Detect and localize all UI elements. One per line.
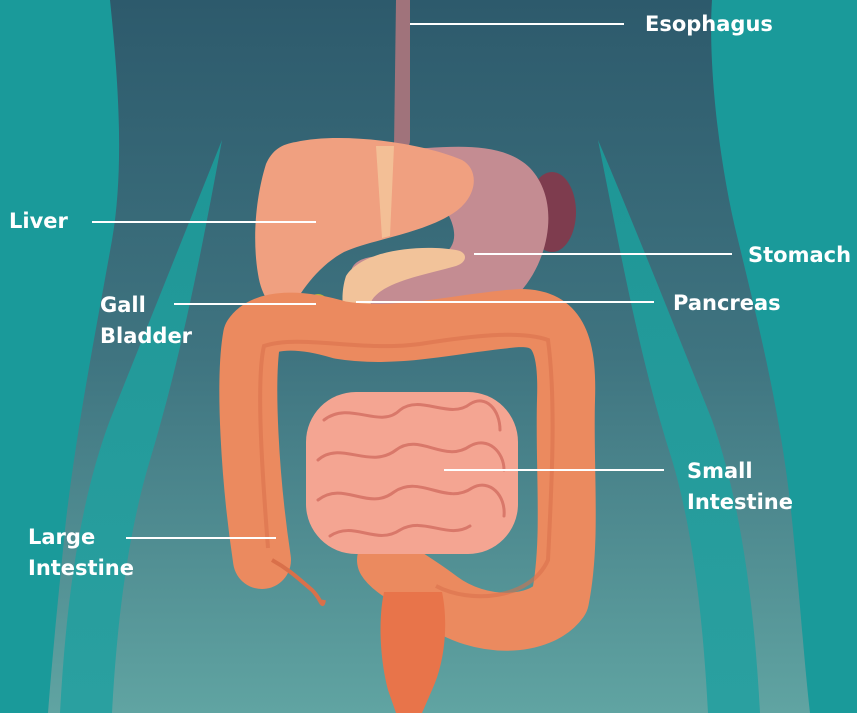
small-intestine: [306, 392, 518, 554]
label-esophagus: Esophagus: [645, 9, 773, 40]
label-pancreas: Pancreas: [673, 288, 781, 319]
label-small-intestine: Small Intestine: [687, 456, 793, 518]
esophagus: [394, 0, 410, 151]
label-liver: Liver: [9, 206, 68, 237]
label-gall-bladder: Gall Bladder: [100, 290, 192, 352]
label-stomach: Stomach: [748, 240, 851, 271]
label-large-intestine: Large Intestine: [28, 522, 134, 584]
